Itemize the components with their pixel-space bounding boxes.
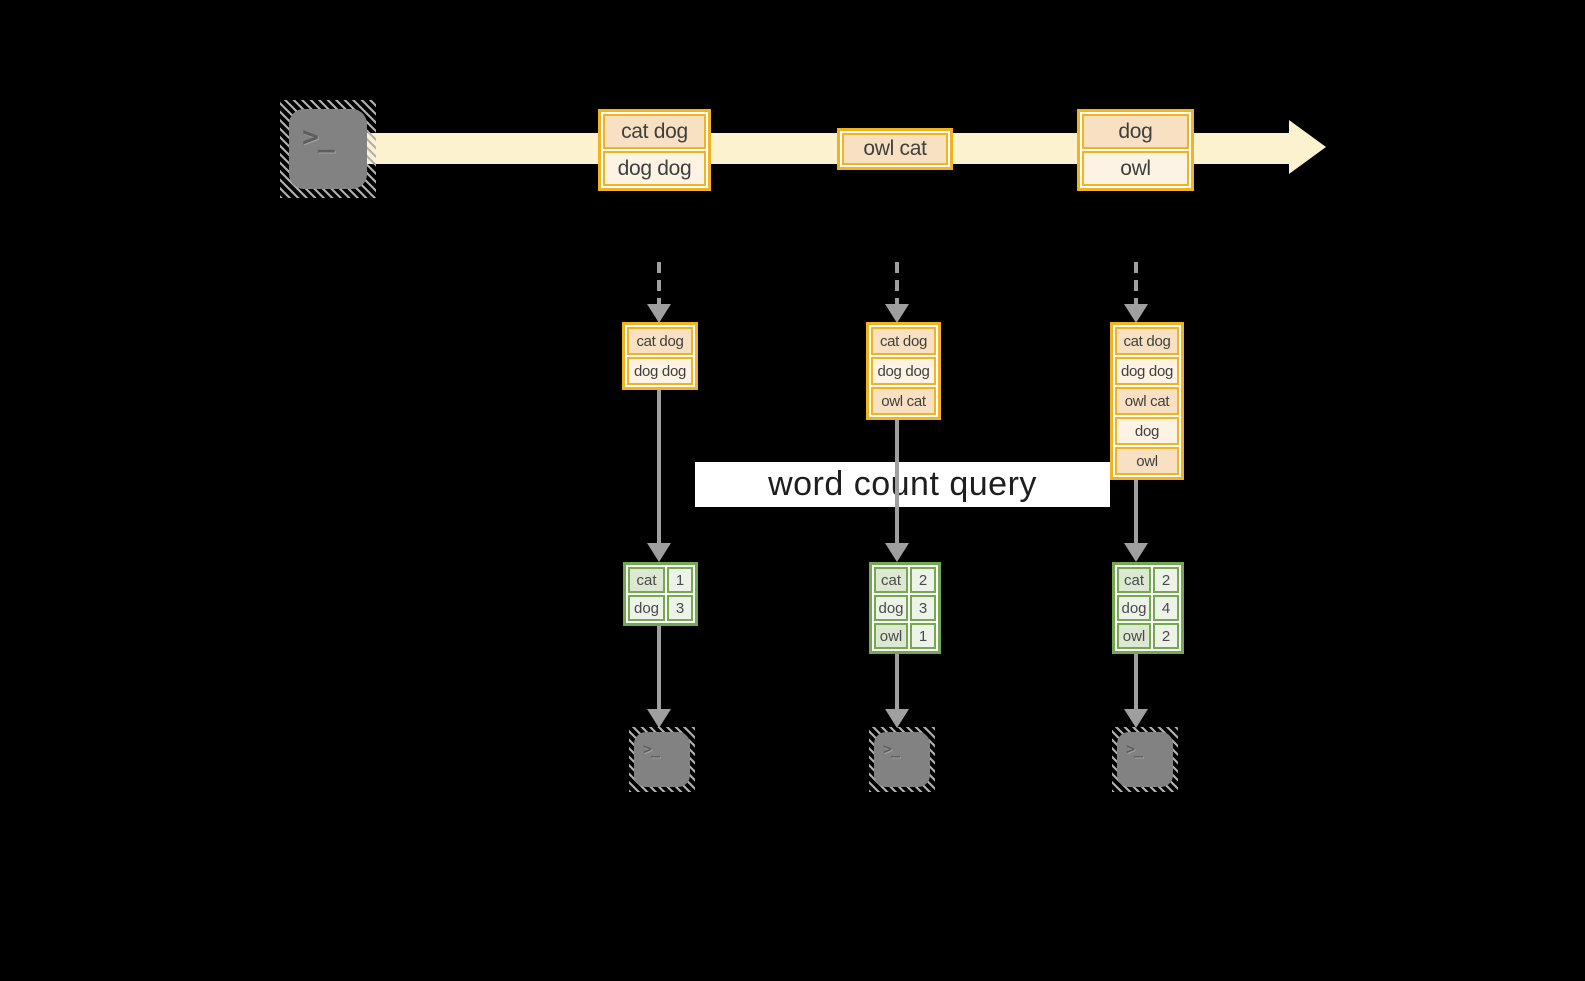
batch-record: owl (1082, 151, 1189, 186)
state-record: cat dog (1115, 327, 1179, 355)
arrow-line (1134, 480, 1138, 543)
dashed-arrow-line (895, 262, 899, 304)
terminal-screen: >_ (634, 732, 690, 787)
terminal-prompt-glyph-icon: >_ (883, 740, 900, 758)
word-cell: dog (1117, 595, 1151, 621)
result-table-1: cat 1 dog 3 (623, 562, 698, 626)
count-cell: 4 (1153, 595, 1179, 621)
terminal-sink-icon: >_ (1112, 727, 1178, 792)
arrowhead-icon (885, 709, 909, 728)
arrowhead-icon (647, 304, 671, 323)
batch-2-box: owl cat (837, 128, 953, 170)
table-row: owl 1 (874, 623, 936, 649)
terminal-prompt-glyph-icon: >_ (643, 740, 660, 758)
input-state-3-box: cat dog dog dog owl cat dog owl (1110, 322, 1184, 480)
word-cell: owl (1117, 623, 1151, 649)
terminal-prompt-glyph-icon: >_ (302, 120, 335, 153)
result-table-2: cat 2 dog 3 owl 1 (869, 562, 941, 654)
arrow-line (895, 420, 899, 543)
batch-1-box: cat dog dog dog (598, 109, 711, 191)
input-state-2-box: cat dog dog dog owl cat (866, 322, 941, 420)
count-cell: 3 (910, 595, 936, 621)
count-cell: 3 (667, 595, 693, 621)
query-label-banner: word count query (695, 462, 1110, 507)
state-record: dog dog (871, 357, 936, 385)
count-cell: 2 (1153, 623, 1179, 649)
terminal-screen: >_ (1117, 732, 1173, 787)
table-row: cat 2 (1117, 567, 1179, 593)
batch-record: dog (1082, 114, 1189, 149)
state-record: cat dog (871, 327, 936, 355)
table-row: owl 2 (1117, 623, 1179, 649)
table-row: cat 1 (628, 567, 693, 593)
terminal-sink-icon: >_ (629, 727, 695, 792)
count-cell: 2 (1153, 567, 1179, 593)
word-cell: cat (1117, 567, 1151, 593)
batch-record: dog dog (603, 151, 706, 186)
arrow-line (657, 390, 661, 543)
table-row: dog 3 (628, 595, 693, 621)
arrowhead-icon (1124, 543, 1148, 562)
word-cell: cat (874, 567, 908, 593)
arrow-line (657, 626, 661, 709)
state-record: dog (1115, 417, 1179, 445)
table-row: dog 4 (1117, 595, 1179, 621)
arrow-line (1134, 654, 1138, 709)
state-record: owl cat (871, 387, 936, 415)
batch-3-box: dog owl (1077, 109, 1194, 191)
word-cell: dog (874, 595, 908, 621)
arrowhead-icon (885, 304, 909, 323)
count-cell: 1 (910, 623, 936, 649)
arrowhead-icon (647, 543, 671, 562)
terminal-screen: >_ (289, 109, 367, 189)
arrow-line (895, 654, 899, 709)
arrowhead-icon (885, 543, 909, 562)
dashed-arrow-line (1134, 262, 1138, 304)
result-table-3: cat 2 dog 4 owl 2 (1112, 562, 1184, 654)
query-label: word count query (768, 465, 1037, 503)
terminal-source-icon: >_ (280, 100, 376, 198)
word-cell: cat (628, 567, 665, 593)
table-row: cat 2 (874, 567, 936, 593)
state-record: dog dog (627, 357, 693, 385)
arrowhead-icon (1124, 304, 1148, 323)
word-cell: owl (874, 623, 908, 649)
input-state-1-box: cat dog dog dog (622, 322, 698, 390)
state-record: dog dog (1115, 357, 1179, 385)
terminal-screen: >_ (874, 732, 930, 787)
state-record: owl cat (1115, 387, 1179, 415)
arrowhead-icon (1124, 709, 1148, 728)
count-cell: 2 (910, 567, 936, 593)
word-cell: dog (628, 595, 665, 621)
dashed-arrow-line (657, 262, 661, 304)
arrowhead-icon (647, 709, 671, 728)
state-record: owl (1115, 447, 1179, 475)
terminal-sink-icon: >_ (869, 727, 935, 792)
batch-record: owl cat (842, 133, 948, 165)
table-row: dog 3 (874, 595, 936, 621)
count-cell: 1 (667, 567, 693, 593)
state-record: cat dog (627, 327, 693, 355)
stream-timeline-arrowhead-icon (1289, 120, 1326, 174)
batch-record: cat dog (603, 114, 706, 149)
terminal-prompt-glyph-icon: >_ (1126, 740, 1143, 758)
